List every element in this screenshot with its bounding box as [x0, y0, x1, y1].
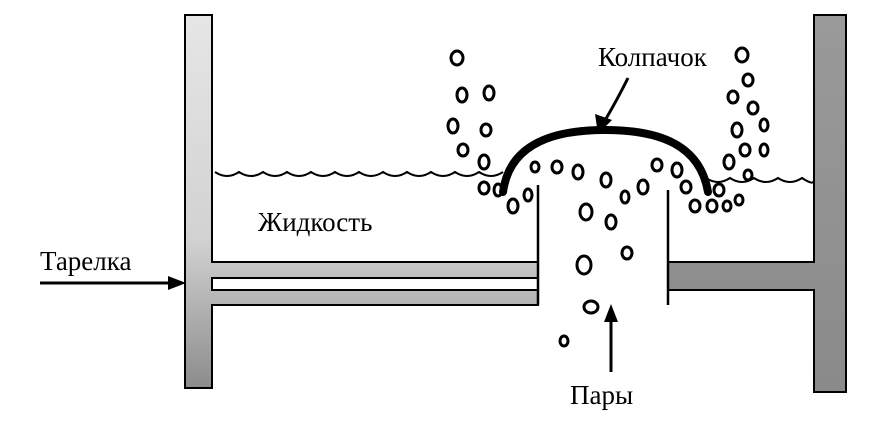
bubble	[670, 161, 684, 179]
bubble	[758, 142, 770, 158]
left-wall-and-tray	[184, 14, 539, 389]
bubble	[688, 198, 702, 214]
liquid-label: Жидкость	[258, 207, 372, 237]
bubble	[726, 89, 740, 105]
bubble-cap	[499, 125, 712, 196]
liquid-surface-left	[214, 170, 504, 177]
bubble	[477, 180, 491, 196]
bubble	[733, 193, 745, 207]
bubble	[712, 182, 726, 198]
bubble	[571, 163, 585, 181]
bubble	[636, 178, 650, 196]
liquid-surface-right	[705, 176, 815, 184]
bubble	[550, 159, 564, 175]
bubble	[599, 171, 613, 189]
bubble	[746, 100, 760, 116]
tray-arrow-head	[168, 276, 186, 290]
bubble	[650, 157, 664, 173]
bubble	[522, 187, 534, 203]
bubble	[446, 117, 460, 135]
bubble	[449, 49, 465, 67]
bubble	[742, 168, 754, 182]
bubble	[734, 46, 750, 64]
bubble	[482, 84, 496, 102]
bubble	[619, 189, 631, 205]
bubble	[730, 121, 744, 139]
bubble	[529, 160, 541, 174]
bubble	[679, 179, 693, 195]
bubble	[456, 142, 470, 158]
tray-label: Тарелка	[40, 246, 131, 276]
bubble	[705, 198, 719, 214]
cap-label: Колпачок	[598, 42, 708, 72]
bubble	[477, 153, 491, 171]
bubble	[741, 72, 755, 88]
vapor-arrow-head	[604, 304, 618, 322]
bubble	[620, 245, 634, 261]
right-wall-and-tray	[667, 14, 847, 393]
bubble	[455, 86, 469, 104]
cap-arrow-head	[595, 114, 612, 134]
bubble	[578, 202, 594, 222]
bubbles	[446, 46, 770, 348]
cap-arrow-shaft	[602, 77, 630, 123]
bubble	[558, 334, 570, 348]
bubble	[722, 153, 736, 171]
bubble	[479, 122, 493, 138]
bubble	[738, 142, 752, 158]
vapors-label: Пары	[570, 380, 633, 410]
bubble	[604, 213, 618, 231]
bubble	[492, 182, 504, 198]
bubble	[582, 299, 600, 315]
bubble	[506, 197, 520, 215]
bubble	[575, 254, 593, 276]
bubble	[721, 199, 733, 213]
bubble	[758, 117, 770, 133]
